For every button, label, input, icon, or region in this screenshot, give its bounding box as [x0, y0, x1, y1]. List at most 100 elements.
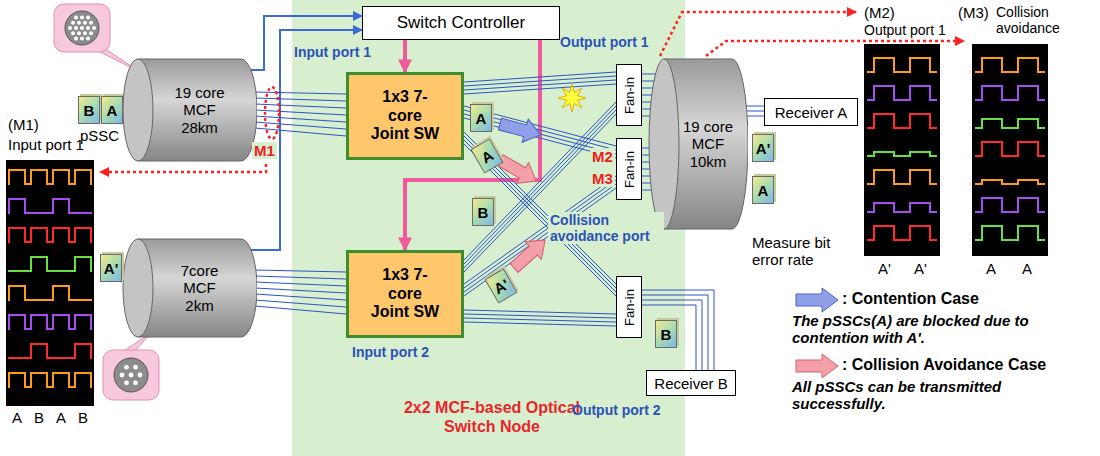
scope-panel-m1	[8, 257, 92, 271]
fan-in-box: Fan-in	[616, 276, 642, 338]
switch-label: 1x3 7-core Joint SW	[368, 266, 442, 323]
fiber-section-bubble	[71, 31, 75, 35]
receiver-label: Receiver B	[654, 375, 727, 392]
trace-label: A	[986, 260, 996, 277]
trace-label: A	[1022, 260, 1032, 277]
fiber-section-bubble	[120, 365, 143, 385]
legend-note: All pSSCs can be transmitted successfull…	[792, 378, 1092, 413]
port-label: Collision avoidance port	[548, 212, 664, 244]
scope-panel-m2	[867, 226, 937, 240]
packet-label: A'	[104, 260, 118, 277]
packet-block: A	[101, 96, 123, 124]
switch-box: 1x3 7-core Joint SW	[346, 72, 464, 160]
probe-caption: Input port 1	[8, 136, 84, 153]
controller-label: Switch Controller	[397, 13, 526, 33]
probe-point: M3	[590, 170, 615, 187]
fiber-section-bubble	[68, 16, 96, 41]
receiver-label: Receiver A	[775, 104, 848, 121]
scope-panel-m1	[8, 315, 92, 329]
fiber-section-bubble	[103, 350, 159, 400]
packet-label: A	[758, 182, 769, 199]
fiber-bundle	[745, 106, 764, 116]
receiver-box: Receiver A	[764, 98, 858, 126]
scope-panel-m2	[867, 170, 937, 184]
fiber-section-bubble	[86, 26, 90, 30]
trace-label: B	[34, 409, 44, 426]
scope-panel-m1	[6, 160, 94, 406]
scope-panel-m3	[975, 119, 1045, 128]
trace-label: A'	[878, 260, 891, 277]
scope-panel-m3	[975, 180, 1045, 184]
scope-panel-m3	[972, 44, 1048, 256]
scope-panel-m2	[867, 58, 937, 240]
legend-text: : Collision Avoidance Case	[842, 356, 1046, 374]
region-title: 2x2 MCF-based Optical Switch Node	[392, 398, 592, 436]
fan-in-box: Fan-in	[616, 138, 642, 200]
fiber-cylinder: 19 core MCF 10km	[648, 58, 748, 230]
fiber-section-bubble	[92, 26, 96, 30]
fiber-section-bubble	[120, 373, 125, 378]
fiber-section-bubble	[71, 21, 75, 25]
probe-marker	[265, 87, 279, 139]
fan-in-box: Fan-in	[616, 64, 642, 126]
packet-block: A'	[484, 268, 517, 303]
trace-label: A	[12, 409, 22, 426]
fiber-label: 19 core MCF 10km	[680, 118, 736, 170]
packet-caption: pSSC	[80, 127, 119, 144]
fiber-section-bubble	[54, 4, 110, 52]
fiber-section-bubble	[86, 36, 90, 40]
packet-block: A	[470, 138, 503, 173]
scope-panel-m3	[975, 142, 1045, 156]
fiber-section-bubble	[77, 31, 81, 35]
switch-label: 1x3 7-core Joint SW	[368, 88, 442, 145]
cylinder-face	[123, 59, 153, 161]
avoidance-arrow	[506, 231, 553, 277]
trace-label: A	[56, 409, 66, 426]
packet-block: B	[655, 320, 677, 348]
fan-in-label: Fan-in	[622, 151, 637, 188]
scope-panel-m1	[8, 373, 92, 387]
fiber-section-bubble	[83, 31, 87, 35]
fiber-bundle	[255, 92, 346, 136]
port-label: Input port 1	[294, 44, 371, 60]
legend-arrow	[796, 288, 838, 312]
scope-panel-m1	[8, 344, 92, 358]
packet-label: A	[478, 146, 496, 166]
fiber-bundle	[255, 270, 346, 314]
fiber-bundle	[464, 72, 616, 94]
fiber-cylinder: 7core MCF 2km	[122, 238, 257, 338]
fan-in-label: Fan-in	[622, 289, 637, 326]
packet-block: A	[752, 176, 774, 204]
scope-panel-m1	[8, 170, 92, 387]
cylinder-body	[138, 59, 257, 161]
probe-caption: Output port 1	[864, 22, 946, 38]
fiber-section-bubble	[65, 11, 99, 45]
trace-label: B	[78, 409, 88, 426]
avoidance-arrow	[494, 150, 542, 192]
scope-panel-m1	[8, 286, 92, 300]
trace-label: A'	[914, 260, 927, 277]
packet-block: A	[470, 104, 492, 132]
scope-panel-m2	[867, 114, 937, 128]
scope-panel-m1	[8, 228, 92, 242]
packet-block: B	[78, 96, 100, 124]
probe-marker	[100, 164, 266, 172]
fiber-section-bubble	[74, 16, 78, 20]
packet-label: A'	[756, 140, 770, 157]
fiber-section-bubble	[124, 380, 129, 385]
cylinder-body	[138, 239, 257, 337]
receiver-box: Receiver B	[646, 370, 736, 396]
packet-label: B	[478, 204, 489, 221]
fiber-section-bubble	[133, 365, 138, 370]
packet-label: A	[107, 102, 118, 119]
fiber-section-bubble	[89, 31, 93, 35]
switch-box: 1x3 7-core Joint SW	[346, 250, 464, 338]
fiber-section-bubble	[133, 380, 138, 385]
fiber-section-bubble	[83, 21, 87, 25]
legend-text: : Contention Case	[842, 290, 979, 308]
fiber-section-bubble	[124, 365, 129, 370]
port-label: Output port 1	[560, 34, 649, 50]
packet-block: B	[472, 198, 494, 226]
scope-panel-m3	[972, 44, 1048, 256]
fiber-section-bubble	[54, 4, 140, 72]
